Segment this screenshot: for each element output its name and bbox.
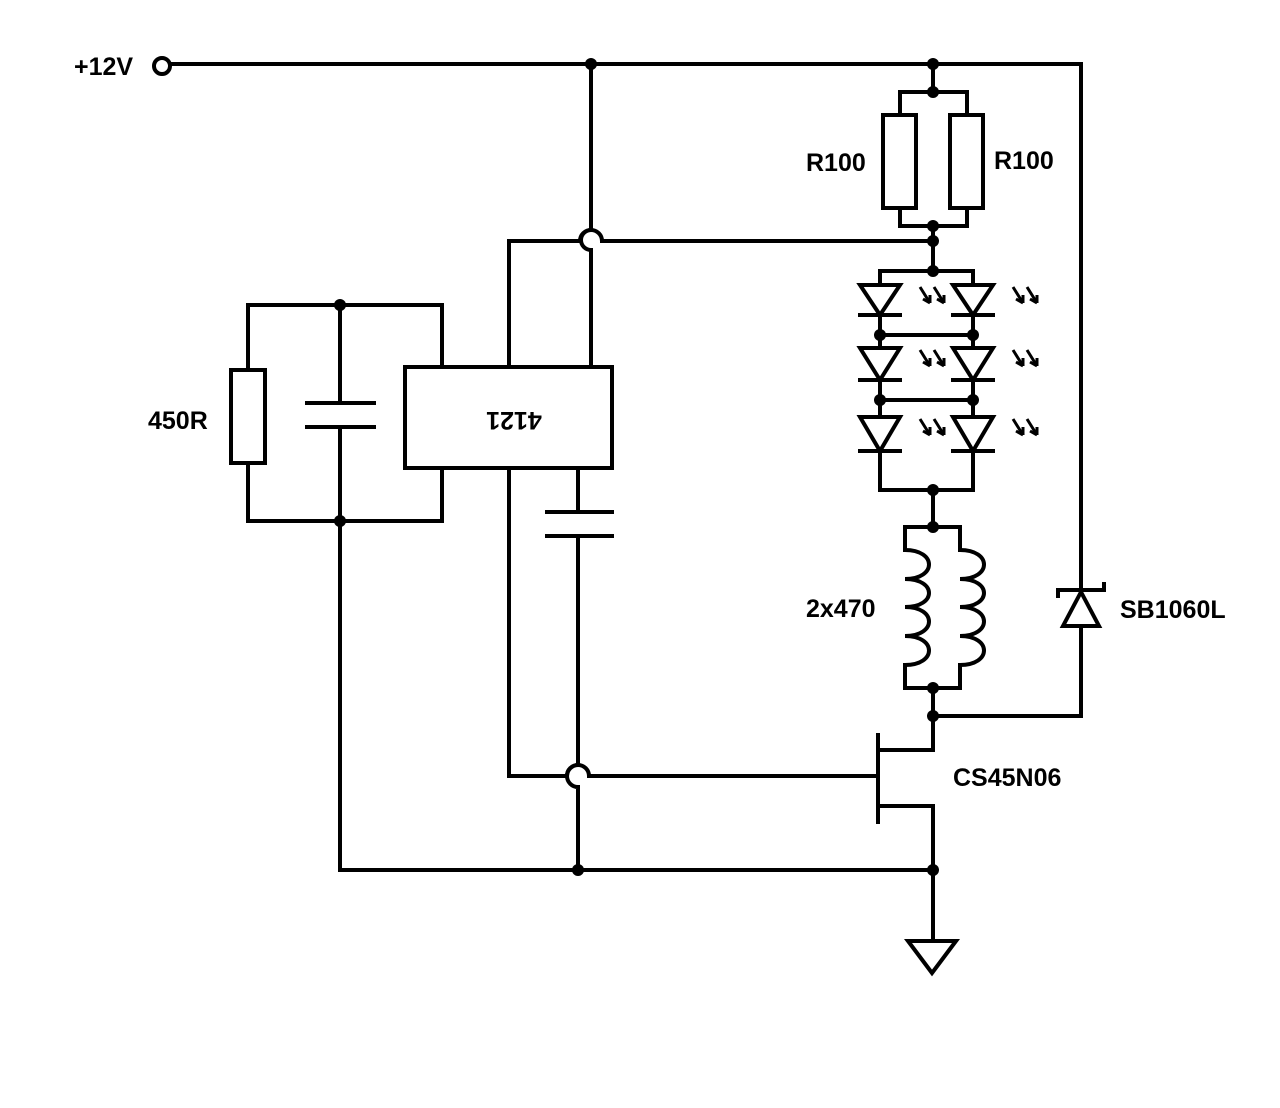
junction-dot: [334, 515, 346, 527]
junction-dot: [967, 329, 979, 341]
led-array: [856, 239, 1039, 529]
junction-dot: [572, 864, 584, 876]
emission-arrow: [918, 286, 932, 305]
resistor-right-label: R100: [994, 147, 1054, 175]
emission-arrow: [932, 286, 946, 305]
decoupling-capacitor: [545, 466, 614, 872]
led-3: [856, 346, 946, 384]
emission-arrow: [1011, 349, 1025, 368]
junction-dot: [927, 86, 939, 98]
junction-dot: [927, 265, 939, 277]
resistor-left: [881, 113, 918, 210]
junction-dot: [927, 235, 939, 247]
schottky-diode: [931, 582, 1106, 718]
timing-network: [229, 303, 444, 872]
inductor-right: [959, 548, 986, 667]
resistor-left-label: R100: [806, 149, 866, 177]
ic-4121: [403, 365, 614, 470]
junction-dot: [874, 329, 886, 341]
supply-label: +12V: [74, 53, 133, 81]
led-4: [949, 346, 1039, 384]
junction-dot: [967, 394, 979, 406]
junction-dot: [927, 220, 939, 232]
junction-dot: [585, 58, 597, 70]
emission-arrow: [1025, 349, 1039, 368]
resistor-pair: [881, 62, 985, 273]
junction-dot: [927, 864, 939, 876]
emission-arrow: [932, 349, 946, 368]
mosfet-label: CS45N06: [953, 764, 1061, 792]
emission-arrow: [1025, 418, 1039, 437]
ic-supply-wire: [579, 62, 593, 369]
junction-dot: [927, 484, 939, 496]
junction-dot: [874, 394, 886, 406]
supply-rail: [152, 56, 1083, 590]
ground-symbol: [904, 939, 960, 977]
emission-arrow: [918, 349, 932, 368]
junction-dot: [927, 710, 939, 722]
sense-wire: [507, 228, 935, 369]
emission-arrow: [1011, 286, 1025, 305]
emission-arrow: [932, 418, 946, 437]
led-6: [949, 415, 1039, 455]
timing-resistor: [229, 368, 267, 465]
inductor-left: [904, 548, 931, 667]
emission-arrow: [918, 418, 932, 437]
emission-arrow: [1025, 286, 1039, 305]
timing-resistor-label: 450R: [148, 407, 208, 435]
junction-dots: [334, 58, 979, 876]
ic-label: 4121: [486, 406, 542, 434]
junction-dot: [334, 299, 346, 311]
emission-arrow: [1011, 418, 1025, 437]
led-2: [949, 283, 1039, 319]
led-5: [856, 415, 946, 455]
junction-dot: [927, 682, 939, 694]
inductor-label: 2x470: [806, 595, 876, 623]
junction-dot: [927, 58, 939, 70]
mosfet: [876, 733, 935, 957]
resistor-right: [948, 113, 985, 210]
junction-dot: [927, 521, 939, 533]
diode-label: SB1060L: [1120, 596, 1226, 624]
led-1: [856, 283, 946, 319]
supply-terminal: [152, 56, 172, 76]
